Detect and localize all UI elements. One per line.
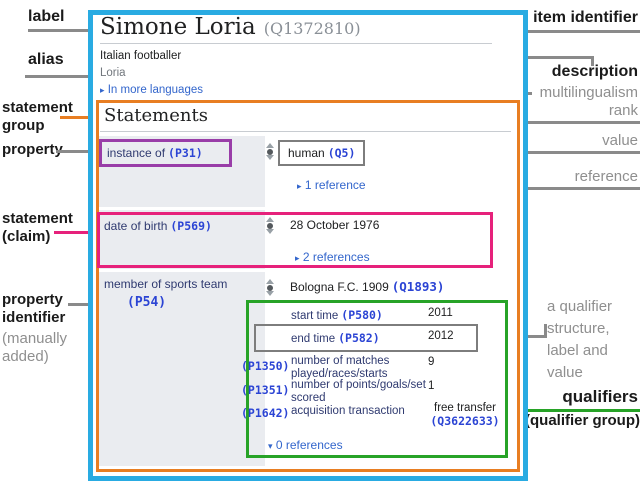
qualifier-link-end-time[interactable]: end time — [291, 333, 336, 345]
in-more-languages-link[interactable]: ▸ In more languages — [100, 84, 203, 96]
title-divider — [100, 43, 492, 44]
annotation-label: label — [28, 8, 65, 25]
expand-icon: ▸ — [100, 85, 105, 95]
value-team: Bologna F.C. 1909(Q1893) — [290, 278, 444, 296]
references-toggle-2[interactable]: ▸ 2 references — [295, 250, 370, 264]
annotation-qualifiers: qualifiers — [562, 387, 638, 406]
property-id-p582: (P582) — [338, 331, 380, 345]
annotation-alias: alias — [28, 51, 64, 68]
property-id-p569: (P569) — [170, 219, 212, 233]
annotation-multilingualism: multilingualism — [539, 84, 638, 101]
connector-tick-qualifier-structure — [544, 324, 547, 338]
qualifier-structure-frame — [254, 324, 478, 352]
rank-selector[interactable] — [265, 143, 275, 160]
value-link-human[interactable]: human — [288, 146, 325, 160]
value-link-free-transfer[interactable]: free transfer — [434, 402, 496, 414]
annotation-statement-group: statement group — [2, 99, 73, 134]
property-link-member-of-sports-team[interactable]: member of sports team — [104, 277, 228, 291]
property-dob: date of birth(P569) — [104, 217, 212, 235]
annotation-description: description — [551, 63, 638, 80]
qualifier-group-frame — [246, 300, 508, 458]
connector-line-statement-group — [60, 116, 96, 119]
property-cell-date-of-birth — [99, 210, 265, 269]
rank-up-icon — [266, 217, 274, 222]
statements-group-frame — [96, 100, 520, 472]
property-id-p1350: (P1350) — [241, 359, 290, 373]
annotation-item-identifier: item identifier — [533, 9, 638, 26]
annotation-property-identifier: property identifier — [2, 291, 66, 326]
annotation-statement-claim: statement (claim) — [2, 210, 73, 245]
qualifier-link-matches[interactable]: number of matches played/races/starts — [291, 355, 390, 380]
property-id-p31: (P31) — [168, 146, 203, 160]
annotation-qualifier-structure: a qualifier structure, label and value — [547, 298, 613, 381]
annotation-manually-added: (manually added) — [2, 330, 68, 365]
value-link-bologna[interactable]: Bologna F.C. 1909 — [290, 280, 389, 294]
connector-line-statement-claim — [54, 231, 97, 234]
rank-normal-icon — [267, 148, 273, 155]
qualifier-link-acquisition[interactable]: acquisition transaction — [291, 405, 405, 417]
statement-claim-frame — [97, 212, 493, 268]
item-description: Italian footballer — [100, 50, 182, 62]
qualifier-link-start-time[interactable]: start time — [291, 310, 339, 322]
annotation-property: property — [2, 141, 63, 158]
rank-up-icon — [266, 143, 274, 148]
annotation-rank: rank — [608, 102, 638, 119]
value-frame: human(Q5) — [278, 140, 366, 166]
expand-icon: ▸ — [295, 253, 300, 263]
connector-tick-description — [591, 56, 594, 66]
rank-normal-icon — [267, 284, 273, 291]
rank-selector[interactable] — [265, 279, 275, 296]
qualifier-value-end-time: 2012 — [428, 330, 454, 342]
item-id: (Q1372810) — [263, 19, 361, 38]
annotation-value: value — [602, 132, 638, 149]
item-id-q1893: (Q1893) — [391, 279, 445, 294]
item-id-q3622633: (Q3622633) — [430, 414, 500, 428]
property-id-p580: (P580) — [341, 308, 383, 322]
annotation-qualifier-group: (qualifier group) — [525, 412, 640, 429]
property-id-p54: (P54) — [127, 295, 167, 310]
qualifier-value-start-time: 2011 — [428, 307, 453, 319]
rank-down-icon — [266, 291, 274, 296]
item-label: Simone Loria — [100, 14, 256, 40]
annotation-reference: reference — [574, 168, 638, 185]
property-id-p1351: (P1351) — [241, 383, 290, 397]
value-date-of-birth: 28 October 1976 — [290, 218, 380, 232]
collapse-icon: ▾ — [268, 441, 273, 451]
references-toggle-3[interactable]: ▾ 0 references — [268, 438, 343, 452]
qualifier-value-acquisition: free transfer (Q3622633) — [420, 402, 510, 428]
connector-line-qualifiers — [502, 409, 640, 412]
rank-normal-icon — [267, 222, 273, 229]
property-cell-member-of-sports-team — [99, 272, 265, 466]
property-link-instance-of[interactable]: instance of — [107, 146, 166, 160]
item-id-q5: (Q5) — [327, 146, 356, 160]
statements-header: Statements — [104, 105, 208, 126]
connector-line-property-identifier — [68, 303, 96, 306]
rank-up-icon — [266, 279, 274, 284]
connector-line-label — [28, 29, 96, 32]
connector-line-property — [56, 150, 99, 153]
connector-line-alias — [25, 75, 92, 78]
qualifier-end-time: end time(P582) — [291, 329, 380, 347]
expand-icon: ▸ — [297, 181, 302, 191]
qualifier-start-time: start time(P580) — [291, 306, 383, 324]
rank-selector[interactable] — [265, 217, 275, 234]
qualifier-link-points[interactable]: number of points/goals/set scored — [291, 379, 426, 404]
property-id-p1642: (P1642) — [241, 406, 290, 420]
property-frame: instance of(P31) — [99, 139, 232, 167]
references-toggle-1[interactable]: ▸ 1 reference — [297, 178, 366, 192]
qualifier-value-matches: 9 — [428, 356, 435, 368]
qualifier-value-points: 1 — [428, 380, 435, 392]
page-title: Simone Loria (Q1372810) — [100, 14, 361, 40]
rank-down-icon — [266, 155, 274, 160]
item-alias: Loria — [100, 67, 126, 79]
statements-divider — [100, 131, 511, 132]
property-link-date-of-birth[interactable]: date of birth — [104, 219, 168, 233]
rank-down-icon — [266, 229, 274, 234]
